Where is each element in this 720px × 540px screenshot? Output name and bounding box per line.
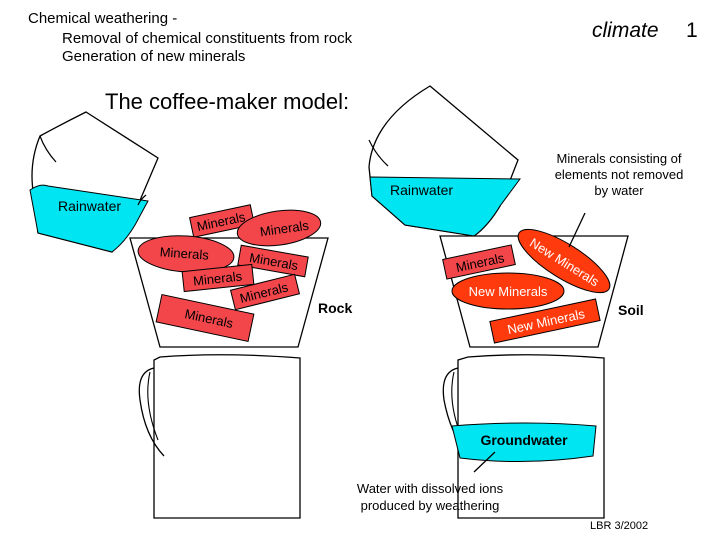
dissolved-ions-note: Water with dissolved ions produced by we… (356, 481, 504, 513)
mineral-chip: Minerals (181, 263, 255, 293)
groundwater-label: Groundwater (480, 432, 568, 448)
subtitle-line-1: Removal of chemical constituents from ro… (62, 30, 353, 47)
mineral-chip: Minerals (237, 244, 309, 278)
new-mineral-chip: New Minerals (489, 298, 601, 344)
model-title: The coffee-maker model: (105, 89, 350, 114)
left-rainwater-fill (29, 184, 149, 253)
left-minerals: Minerals Minerals Minerals Minerals Mine… (137, 204, 322, 343)
right-minerals: Minerals New Minerals New Minerals New M… (442, 212, 611, 344)
topic-label: climate (592, 19, 659, 42)
left-pitcher: Rainwater (29, 111, 159, 253)
new-mineral-chip: New Minerals (451, 272, 565, 310)
left-carafe (138, 354, 301, 519)
right-rainwater-label: Rainwater (390, 182, 453, 198)
groundwater-fill (451, 422, 597, 463)
svg-text:New Minerals: New Minerals (469, 284, 548, 299)
credit-label: LBR 3/2002 (590, 520, 649, 532)
mineral-chip: Minerals (137, 235, 235, 273)
mineral-chip: Minerals (236, 209, 322, 247)
slide-title: Chemical weathering - (28, 10, 178, 27)
rock-label: Rock (318, 300, 353, 316)
mineral-chip: Minerals (155, 293, 255, 343)
note-pointer-line (568, 212, 586, 248)
left-rainwater-label: Rainwater (58, 198, 121, 214)
right-filter-cone (439, 235, 629, 348)
subtitle-line-2: Generation of new minerals (62, 48, 246, 65)
groundwater-pointer-line (473, 451, 496, 473)
svg-text:Minerals: Minerals (192, 268, 243, 288)
right-carafe: Groundwater (442, 354, 605, 519)
mineral-residue-note: Minerals consisting of elements not remo… (554, 151, 684, 198)
svg-text:Minerals: Minerals (259, 218, 310, 240)
page-number: 1 (686, 19, 698, 42)
right-pitcher: Rainwater (368, 85, 521, 237)
svg-text:Minerals: Minerals (159, 244, 210, 262)
soil-label: Soil (618, 302, 644, 318)
right-rainwater-fill (369, 176, 521, 237)
